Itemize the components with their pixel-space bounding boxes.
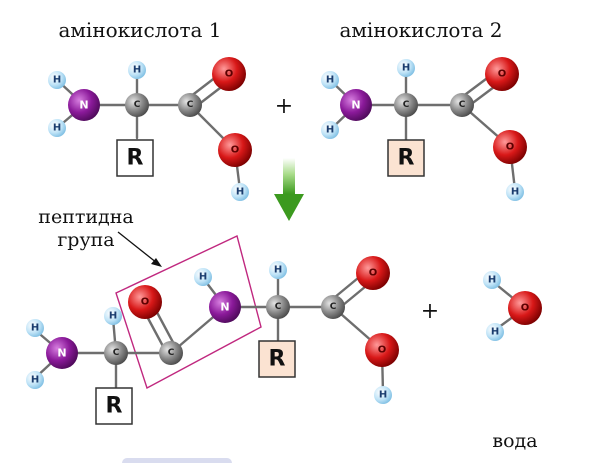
peptide-group-label-line2: група bbox=[57, 229, 114, 251]
oxygen-atom: O bbox=[212, 57, 246, 91]
svg-text:O: O bbox=[231, 145, 240, 156]
svg-text:H: H bbox=[488, 275, 496, 286]
dipeptide-bonds bbox=[33, 267, 385, 395]
oxygen-atom: O bbox=[128, 285, 162, 319]
svg-text:C: C bbox=[113, 348, 120, 358]
svg-text:H: H bbox=[236, 187, 244, 198]
decorative-bar bbox=[122, 458, 232, 463]
svg-text:H: H bbox=[53, 75, 61, 86]
svg-text:H: H bbox=[511, 187, 519, 198]
hydrogen-atom: H bbox=[374, 386, 392, 404]
carbon-atom: C bbox=[104, 341, 128, 365]
nitrogen-atom: N bbox=[340, 89, 372, 121]
svg-text:O: O bbox=[498, 69, 507, 80]
water-molecule: H O H bbox=[483, 271, 542, 341]
amino-acid-1: H H N H C R C O O H bbox=[48, 57, 252, 201]
peptide-group-box bbox=[115, 235, 262, 390]
svg-text:H: H bbox=[274, 265, 282, 276]
carbon-atom: C bbox=[266, 295, 290, 319]
hydrogen-atom: H bbox=[26, 319, 44, 337]
carbon-atom: C bbox=[159, 341, 183, 365]
nitrogen-atom: N bbox=[209, 291, 241, 323]
svg-text:R: R bbox=[127, 146, 144, 171]
nitrogen-atom: N bbox=[46, 337, 78, 369]
svg-text:H: H bbox=[326, 125, 334, 136]
carbon-atom: C bbox=[394, 93, 418, 117]
svg-text:C: C bbox=[459, 100, 466, 110]
nitrogen-atom: N bbox=[68, 89, 100, 121]
svg-text:H: H bbox=[491, 327, 499, 338]
svg-text:H: H bbox=[402, 63, 410, 74]
hydrogen-atom: H bbox=[48, 71, 66, 89]
svg-text:O: O bbox=[225, 69, 234, 80]
svg-text:O: O bbox=[506, 142, 515, 153]
oxygen-atom: O bbox=[365, 333, 399, 367]
svg-text:R: R bbox=[106, 394, 123, 419]
oxygen-atom: O bbox=[508, 291, 542, 325]
hydrogen-atom: H bbox=[231, 183, 249, 201]
amino-acid-2: H H N H C R C O O H bbox=[321, 57, 527, 201]
svg-text:O: O bbox=[521, 303, 530, 314]
svg-text:H: H bbox=[199, 272, 207, 283]
r-group-box: R bbox=[387, 139, 425, 177]
svg-text:H: H bbox=[109, 311, 117, 322]
oxygen-atom: O bbox=[356, 256, 390, 290]
svg-text:H: H bbox=[326, 75, 334, 86]
r-group-box: R bbox=[116, 139, 154, 177]
svg-text:C: C bbox=[168, 348, 175, 358]
r-group-box: R bbox=[95, 387, 133, 425]
hydrogen-atom: H bbox=[194, 268, 212, 286]
hydrogen-atom: H bbox=[483, 271, 501, 289]
amino-acid-1-label: амінокислота 1 bbox=[58, 18, 221, 42]
hydrogen-atom: H bbox=[486, 323, 504, 341]
oxygen-atom: O bbox=[493, 130, 527, 164]
svg-text:H: H bbox=[53, 123, 61, 134]
water-label: вода bbox=[492, 430, 537, 452]
svg-text:R: R bbox=[269, 347, 286, 372]
svg-text:C: C bbox=[403, 100, 410, 110]
svg-text:N: N bbox=[79, 99, 88, 112]
carbon-atom: C bbox=[321, 295, 345, 319]
oxygen-atom: O bbox=[485, 57, 519, 91]
dipeptide: H H N H C R O C H N H C R C O O H bbox=[26, 256, 399, 425]
svg-text:O: O bbox=[141, 297, 150, 308]
svg-text:H: H bbox=[31, 323, 39, 334]
svg-text:N: N bbox=[57, 347, 66, 360]
hydrogen-atom: H bbox=[269, 261, 287, 279]
hydrogen-atom: H bbox=[104, 307, 122, 325]
plus-sign-bottom: + bbox=[421, 299, 439, 324]
pointer-arrow bbox=[117, 231, 162, 267]
r-group-box: R bbox=[258, 340, 296, 378]
peptide-group-label-line1: пептидна bbox=[38, 206, 133, 228]
svg-text:H: H bbox=[31, 375, 39, 386]
hydrogen-atom: H bbox=[48, 119, 66, 137]
amino-acid-2-label: амінокислота 2 bbox=[339, 18, 502, 42]
svg-text:C: C bbox=[134, 100, 141, 110]
hydrogen-atom: H bbox=[128, 61, 146, 79]
svg-text:C: C bbox=[187, 100, 194, 110]
carbon-atom: C bbox=[125, 93, 149, 117]
svg-text:C: C bbox=[275, 302, 282, 312]
svg-text:N: N bbox=[220, 301, 229, 314]
hydrogen-atom: H bbox=[26, 371, 44, 389]
svg-text:N: N bbox=[351, 99, 360, 112]
svg-text:O: O bbox=[378, 345, 387, 356]
svg-text:H: H bbox=[379, 390, 387, 401]
oxygen-atom: O bbox=[218, 133, 252, 167]
hydrogen-atom: H bbox=[321, 121, 339, 139]
carbon-atom: C bbox=[178, 93, 202, 117]
hydrogen-atom: H bbox=[506, 183, 524, 201]
svg-text:C: C bbox=[330, 302, 337, 312]
plus-sign-top: + bbox=[275, 94, 293, 119]
hydrogen-atom: H bbox=[397, 59, 415, 77]
svg-text:O: O bbox=[369, 268, 378, 279]
hydrogen-atom: H bbox=[321, 71, 339, 89]
svg-text:R: R bbox=[398, 146, 415, 171]
carbon-atom: C bbox=[450, 93, 474, 117]
svg-text:H: H bbox=[133, 65, 141, 76]
reaction-arrow bbox=[274, 158, 304, 221]
